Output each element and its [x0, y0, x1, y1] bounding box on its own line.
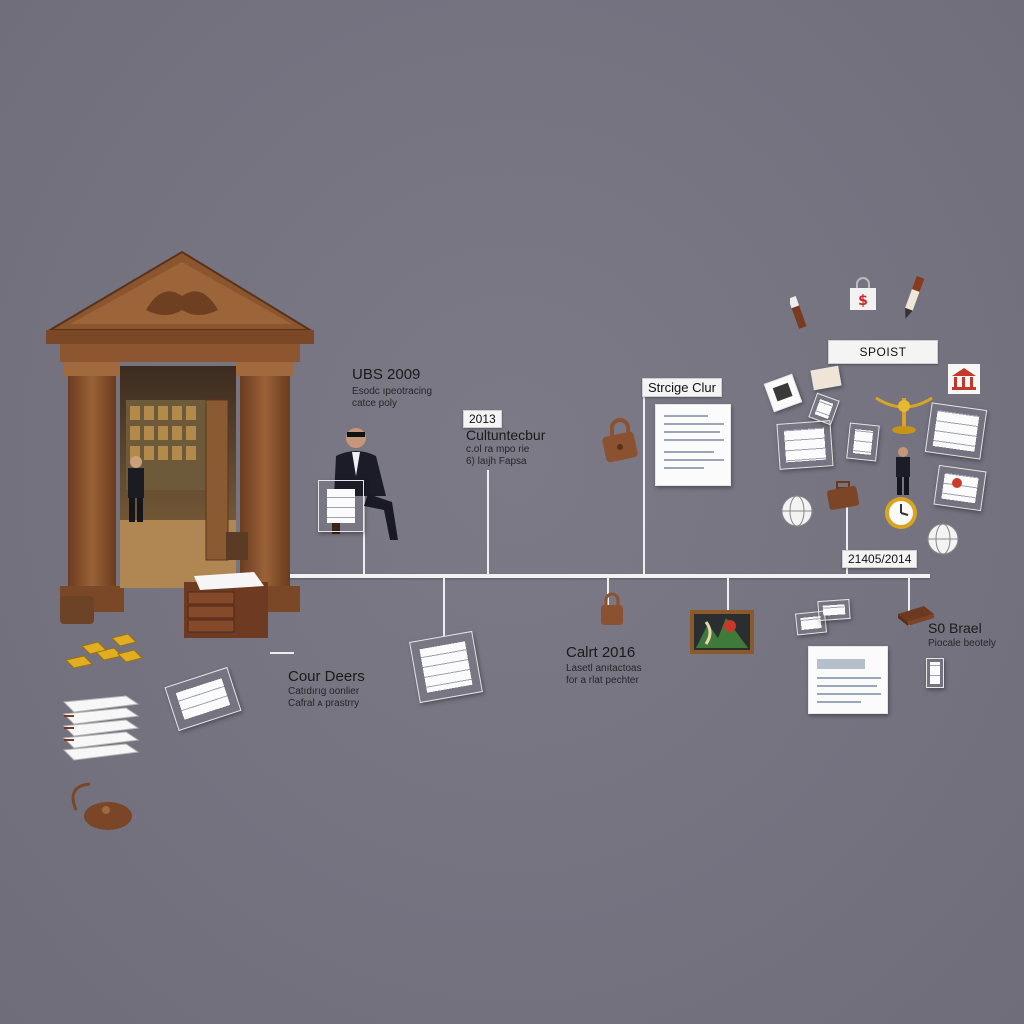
- briefcase-icon: [60, 596, 94, 624]
- event-subtitle: Lasetl anıtactoas: [566, 663, 642, 674]
- man-in-suit-icon: [890, 446, 916, 496]
- event-subtitle: Piocale beotely: [928, 638, 996, 649]
- seal-icon: [952, 478, 962, 488]
- document-icon: [926, 658, 944, 688]
- pen-icon: [902, 274, 925, 322]
- money-bag-icon: [66, 780, 136, 832]
- event-subtitle: for a rlat pechter: [566, 675, 639, 686]
- bank-building-icon: [46, 250, 314, 615]
- globe-icon: [780, 494, 814, 528]
- document-icon: [318, 480, 364, 532]
- event-title-2013: Cultuntecbur: [466, 427, 546, 443]
- document-icon: [776, 420, 834, 470]
- briefcase-icon: [826, 480, 860, 510]
- timeline-tick: [607, 576, 609, 606]
- desk-icon: [184, 572, 268, 638]
- timeline-tick: [846, 500, 848, 576]
- event-subtitle: Esodc ıpeotracing: [352, 386, 433, 397]
- timeline-tick: [487, 470, 489, 576]
- man-in-suit-icon: [128, 456, 144, 522]
- scale-of-justice-icon: [872, 390, 936, 436]
- padlock-icon: [598, 416, 642, 464]
- photo-icon: [763, 373, 803, 413]
- timeline-tick: [908, 576, 910, 626]
- bank-icon: [948, 364, 980, 394]
- event-subtitle: c.ol ra mpo rie: [466, 444, 530, 455]
- cash-box-icon: [896, 600, 936, 628]
- timeline-tick: [443, 576, 445, 636]
- event-title-cour: Cour Deers: [288, 668, 365, 685]
- timeline-tick: [363, 470, 365, 576]
- pen-icon: [788, 296, 808, 332]
- event-subtitle: Cafral ᴀ prastrry: [288, 698, 360, 709]
- event-title-strcige: Strcige Clur: [642, 378, 722, 397]
- event-title-ubs: UBS 2009: [352, 366, 421, 383]
- event-title-calrt: Calrt 2016: [566, 644, 636, 661]
- globe-icon: [926, 522, 960, 556]
- document-icon: [164, 666, 242, 732]
- event-date-2013: 2013: [463, 410, 502, 428]
- gold-bars-icon: [62, 633, 146, 674]
- event-date-box: 21405/2014: [842, 550, 918, 568]
- event-subtitle: 6) laıjh Fapsa: [466, 456, 527, 467]
- clock-icon: [884, 496, 918, 530]
- padlock-icon: [598, 592, 626, 628]
- document-icon: [655, 404, 731, 486]
- chair-icon: [226, 532, 248, 560]
- banknote-icon: [810, 365, 842, 391]
- shopping-bag-icon: $: [848, 276, 878, 312]
- event-title-spoist: SPOIST: [828, 340, 938, 364]
- paper-stack-icon: [62, 688, 140, 764]
- timeline-tick: [270, 652, 294, 654]
- event-title-sobrael: S0 Brael: [928, 620, 982, 636]
- document-icon: [808, 646, 888, 714]
- document-icon: [817, 598, 851, 622]
- document-icon: [409, 630, 483, 704]
- svg-text:$: $: [858, 293, 868, 309]
- document-icon: [933, 464, 987, 512]
- painting-icon: [690, 610, 754, 654]
- event-subtitle: catce poly: [352, 398, 398, 409]
- timeline-tick: [643, 396, 645, 576]
- event-subtitle: Catıdırıg oonlier: [288, 686, 360, 697]
- timeline-tick: [727, 576, 729, 616]
